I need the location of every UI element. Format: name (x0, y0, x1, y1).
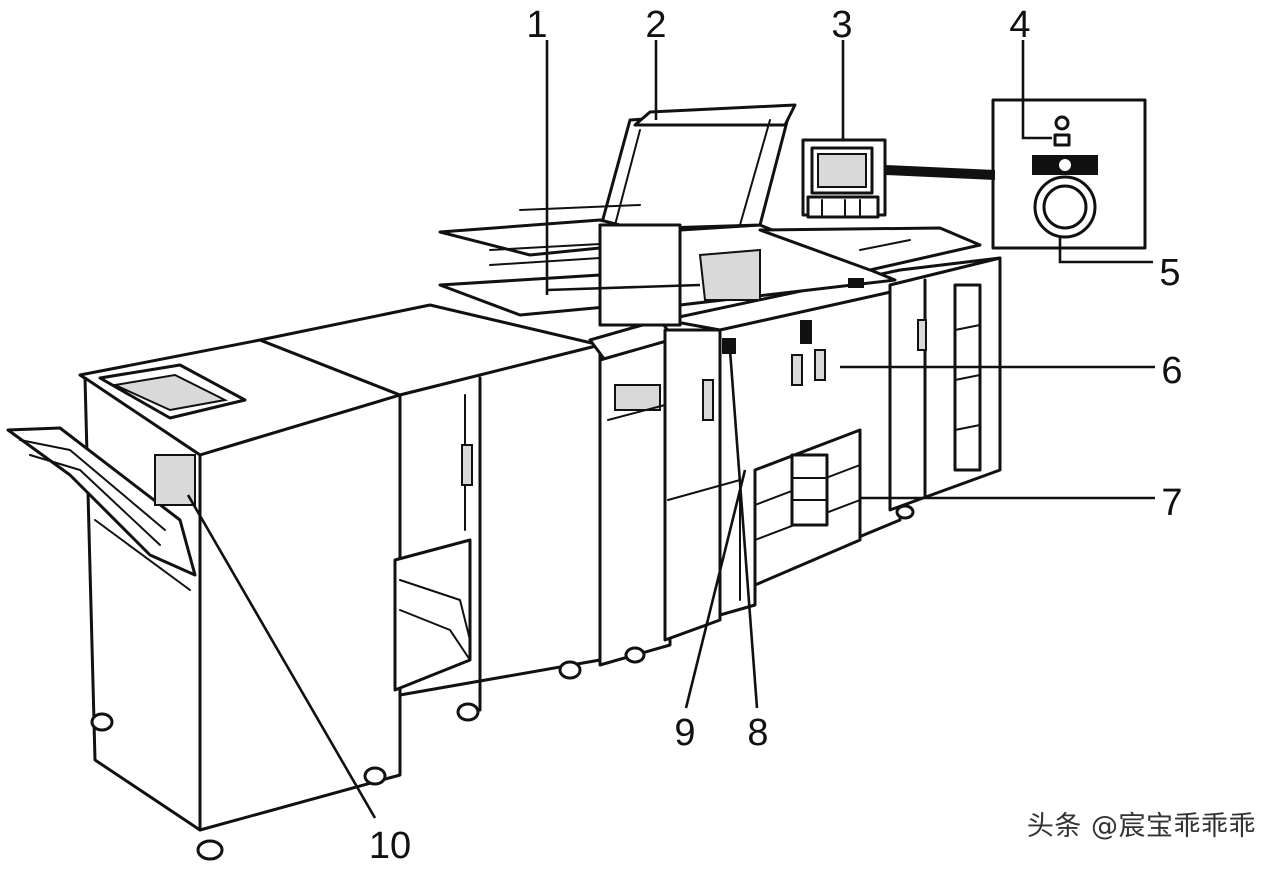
scanner-unit (438, 103, 982, 327)
power-switch-zoom-box (991, 98, 1147, 250)
large-capacity-tray (888, 256, 1002, 520)
callout-10: 10 (369, 825, 411, 867)
callout-1: 1 (526, 4, 547, 46)
leader-lines (186, 40, 1155, 819)
callout-8: 8 (747, 712, 768, 754)
finisher-unit (6, 338, 402, 861)
callout-9: 9 (674, 712, 695, 754)
control-panel (801, 138, 995, 219)
callout-7: 7 (1161, 482, 1182, 524)
interposer-unit (588, 318, 677, 667)
operation-switch-icon (1033, 175, 1097, 239)
callout-6: 6 (1161, 350, 1182, 392)
callout-5: 5 (1159, 252, 1180, 294)
second-finisher-unit (258, 303, 602, 722)
main-unit (663, 256, 1002, 642)
watermark-text: 头条 @宸宝乖乖乖 (1026, 811, 1256, 842)
callout-numbers: 1 2 3 4 5 6 7 8 9 10 (369, 4, 1183, 867)
callout-3: 3 (831, 4, 852, 46)
callout-2: 2 (645, 4, 666, 46)
main-power-indicator-icon (1053, 115, 1071, 147)
callout-4: 4 (1009, 4, 1030, 46)
